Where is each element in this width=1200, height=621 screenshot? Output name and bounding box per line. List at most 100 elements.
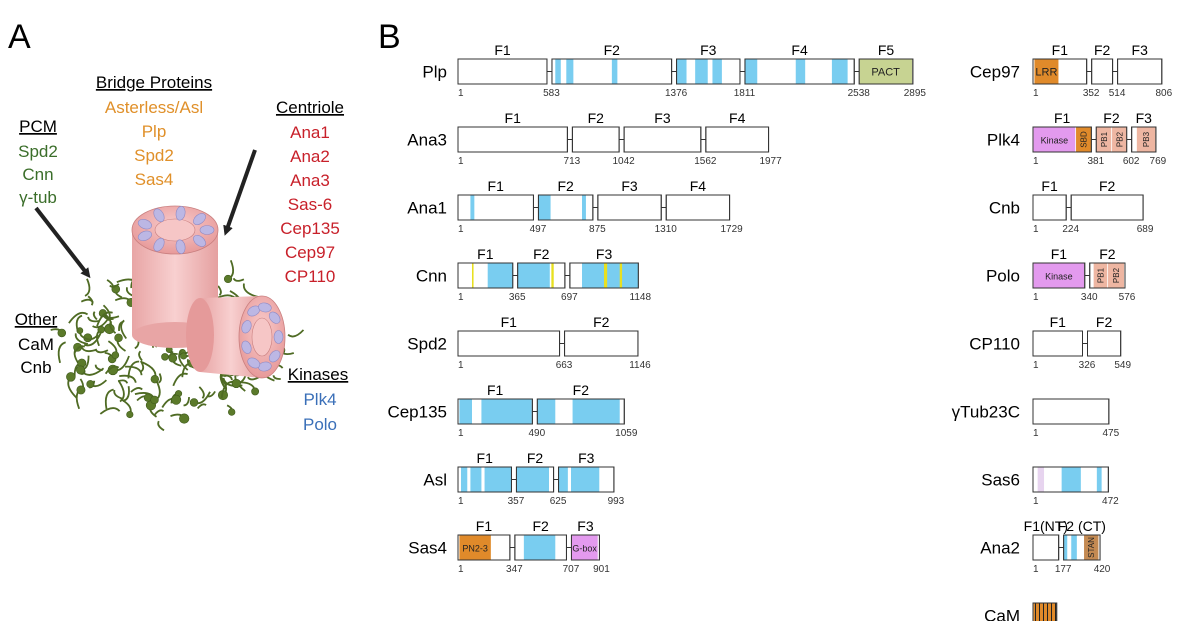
microtubule-triplet bbox=[193, 234, 206, 247]
fragment-box bbox=[564, 330, 639, 357]
pcm-granule bbox=[57, 328, 67, 338]
residue-tick-label: 1 bbox=[458, 224, 464, 235]
pcm-fiber bbox=[232, 277, 245, 282]
fragment-outline bbox=[517, 262, 566, 289]
conserved-region bbox=[470, 195, 475, 220]
fragment-label: F1 bbox=[1052, 42, 1069, 58]
fragment-box bbox=[665, 194, 731, 221]
pcm-fiber bbox=[94, 364, 103, 372]
fragment-outline bbox=[1032, 466, 1109, 493]
domain-label: PB2 bbox=[1112, 267, 1121, 283]
residue-tick-label: 490 bbox=[529, 428, 546, 439]
residue-tick-label: 365 bbox=[509, 292, 526, 303]
residue-tick-label: 769 bbox=[1150, 156, 1167, 167]
residue-tick-label: 1 bbox=[458, 428, 464, 439]
kinase-item: Polo bbox=[303, 415, 337, 434]
domain-label: SBD bbox=[1080, 131, 1089, 148]
fragment-label: F3 bbox=[596, 246, 613, 262]
fragment-outline bbox=[537, 194, 594, 221]
domain-stan bbox=[1084, 535, 1099, 560]
protein-name: Asl bbox=[423, 471, 447, 490]
conserved-region bbox=[471, 263, 474, 288]
centriole-illustration bbox=[50, 205, 305, 432]
residue-tick-label: 707 bbox=[563, 564, 580, 575]
fragment-outline bbox=[457, 194, 534, 221]
residue-tick-label: 1042 bbox=[612, 156, 635, 167]
pcm-fiber bbox=[113, 389, 123, 400]
fragment-label: F1(NT) bbox=[1024, 518, 1068, 534]
pcm-granule bbox=[76, 385, 86, 395]
domain-label: Kinase bbox=[1045, 272, 1073, 282]
residue-tick-label: 602 bbox=[1123, 156, 1140, 167]
pcm-fiber bbox=[104, 365, 120, 375]
pcm-heading: PCM bbox=[19, 117, 57, 136]
conserved-region bbox=[516, 467, 549, 492]
residue-tick-label: 420 bbox=[1094, 564, 1111, 575]
fragment-label: F2 bbox=[1094, 42, 1111, 58]
fragment-label: F3 bbox=[1136, 110, 1153, 126]
domain-label: PB3 bbox=[1142, 131, 1151, 147]
residue-tick-label: 326 bbox=[1079, 360, 1096, 371]
fragment-label: F2 bbox=[604, 42, 621, 58]
fragment-outline bbox=[1087, 330, 1122, 357]
fragment-outline bbox=[1095, 126, 1128, 153]
conserved-region bbox=[555, 59, 561, 84]
microtubule-triplet bbox=[268, 350, 281, 363]
other-label-group: Other CaM Cnb bbox=[15, 310, 58, 377]
fragment-box bbox=[1032, 534, 1060, 561]
other-item: CaM bbox=[18, 335, 54, 354]
fragment-outline bbox=[1032, 534, 1060, 561]
residue-tick-label: 1310 bbox=[655, 224, 678, 235]
fragment-outline bbox=[571, 126, 620, 153]
fragment-label: F2 bbox=[593, 314, 610, 330]
fragment-outline bbox=[457, 466, 512, 493]
pcm-granule bbox=[179, 413, 190, 424]
fragment-box bbox=[1117, 58, 1163, 85]
conserved-region bbox=[572, 399, 620, 424]
pcm-fiber bbox=[87, 316, 100, 323]
fragment-box bbox=[597, 194, 662, 221]
pcm-fiber bbox=[287, 329, 305, 338]
fragment-outline bbox=[457, 262, 514, 289]
conserved-region bbox=[481, 399, 532, 424]
pcm-granule bbox=[189, 398, 199, 407]
domain-label: STAN bbox=[1087, 537, 1096, 558]
residue-tick-label: 1376 bbox=[665, 88, 688, 99]
pcm-fiber bbox=[96, 311, 113, 327]
residue-tick-label: 689 bbox=[1137, 224, 1154, 235]
fragment-label: F1 bbox=[1050, 314, 1067, 330]
pcm-fiber bbox=[206, 390, 216, 398]
domain-pb3 bbox=[1136, 127, 1156, 152]
residue-tick-label: 576 bbox=[1119, 292, 1136, 303]
residue-tick-label: 1 bbox=[458, 496, 464, 507]
fragment-label: F2 bbox=[557, 178, 574, 194]
conserved-region bbox=[523, 535, 556, 560]
residue-tick-label: 1 bbox=[458, 564, 464, 575]
fragment-label: F2 bbox=[1099, 246, 1116, 262]
domain-label: Kinase bbox=[1041, 136, 1069, 146]
fragment-label: F4 bbox=[791, 42, 808, 58]
pcm-granule bbox=[228, 408, 236, 416]
conserved-region bbox=[537, 399, 556, 424]
residue-tick-label: 1562 bbox=[694, 156, 717, 167]
centriole-item: Ana3 bbox=[290, 171, 330, 190]
microtubule-triplet bbox=[199, 225, 215, 235]
pcm-fiber bbox=[119, 374, 137, 383]
bridge-protein-item: Spd2 bbox=[134, 146, 174, 165]
residue-tick-label: 625 bbox=[550, 496, 567, 507]
residue-tick-label: 357 bbox=[508, 496, 525, 507]
fragment-label: F1 bbox=[501, 314, 518, 330]
fragment-label: F1 bbox=[1054, 110, 1071, 126]
microtubule-triplet bbox=[247, 357, 261, 369]
pcm-fiber bbox=[74, 333, 89, 345]
residue-tick-label: 1729 bbox=[720, 224, 743, 235]
domain-pb2 bbox=[1108, 263, 1125, 288]
pcm-fiber bbox=[157, 420, 165, 432]
residue-tick-label: 1059 bbox=[615, 428, 638, 439]
